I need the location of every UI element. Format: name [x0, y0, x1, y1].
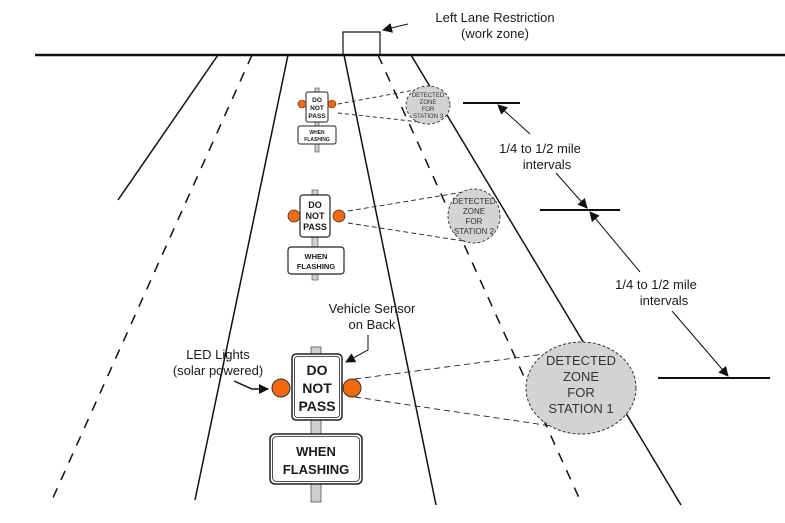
led-lights-arrow: [233, 380, 269, 394]
interval-arrow-down-2: [671, 310, 729, 377]
road-line-left-solid: [194, 54, 289, 501]
work-zone-box: [342, 31, 381, 55]
sign-inner-border: [294, 356, 340, 418]
plaque-text: WHEN: [296, 444, 336, 459]
detection-beam: [337, 112, 421, 123]
detected-zone: [405, 85, 451, 125]
interval-label-1-line1: 1/4 to 1/2 mile: [499, 141, 581, 156]
led-light-left: [287, 209, 301, 223]
led-light-right: [332, 209, 346, 223]
road-edge-left: [117, 54, 219, 201]
detection-beam: [354, 396, 566, 429]
vehicle-sensor-arrow: [345, 335, 369, 363]
detection-beam: [347, 222, 471, 243]
station-3: DETECTED ZONE FOR STATION 3 DO NOT PASS …: [297, 85, 451, 153]
led-light-left: [271, 378, 291, 398]
plaque-text: WHEN: [309, 130, 325, 136]
led-light-left: [297, 99, 307, 109]
work-zone-label-line1: Left Lane Restriction: [435, 10, 554, 25]
road-lane-divider-right: [377, 54, 581, 501]
sign-text: PASS: [303, 222, 327, 232]
do-not-pass-sign: [305, 91, 329, 123]
sign-post: [310, 346, 322, 503]
led-lights-label-line2: (solar powered): [173, 363, 263, 378]
vehicle-sensor-label-line1: Vehicle Sensor: [329, 301, 416, 316]
interval-label-2-line2: intervals: [640, 293, 689, 308]
interval-label-1-line2: intervals: [523, 157, 572, 172]
sign-text: NOT: [310, 105, 324, 112]
led-light-right: [327, 99, 337, 109]
plaque-text: FLASHING: [297, 262, 335, 271]
zone-label: STATION 1: [548, 401, 613, 416]
zone-label: STATION 2: [454, 227, 495, 236]
plaque-inner-border: [272, 436, 360, 482]
interval-label-2-line1: 1/4 to 1/2 mile: [615, 277, 697, 292]
work-zone-arrow: [382, 23, 409, 33]
detection-beam: [354, 351, 561, 380]
sign-text: DO: [312, 97, 322, 104]
zone-label: FOR: [567, 385, 594, 400]
zone-label: DETECTED: [412, 93, 445, 99]
when-flashing-plaque: [287, 246, 345, 275]
zone-label: ZONE: [420, 100, 437, 106]
plaque-text: FLASHING: [283, 462, 349, 477]
led-lights-label-line1: LED Lights: [186, 347, 250, 362]
sign-text: NOT: [306, 211, 326, 221]
sign-text: DO: [307, 362, 328, 378]
sign-text: PASS: [298, 398, 335, 414]
detection-beam: [347, 190, 471, 212]
led-light-right: [342, 378, 362, 398]
zone-label: DETECTED: [452, 197, 495, 206]
plaque-text: FLASHING: [304, 137, 330, 143]
sign-text: DO: [308, 200, 322, 210]
plaque-text: WHEN: [305, 252, 328, 261]
road-line-center-solid: [343, 54, 437, 506]
vehicle-sensor-label-line2: on Back: [349, 317, 396, 332]
interval-arrow-down-1: [555, 172, 588, 209]
zone-label: ZONE: [463, 207, 485, 216]
detected-zone: [447, 188, 501, 244]
road-lane-divider-left: [51, 54, 253, 501]
when-flashing-plaque: [269, 433, 363, 485]
road-edge-right: [410, 54, 682, 506]
zone-label: FOR: [466, 217, 483, 226]
interval-arrow-up-1: [497, 104, 531, 135]
sign-text: NOT: [302, 380, 332, 396]
station-1: DETECTED ZONE FOR STATION 1 DO NOT PASS …: [173, 301, 637, 503]
zone-label: DETECTED: [546, 353, 616, 368]
when-flashing-plaque: [297, 125, 337, 145]
sign-text: PASS: [308, 113, 326, 120]
interval-arrow-up-2: [589, 211, 641, 273]
do-not-pass-sign: [291, 353, 343, 421]
zone-label: STATION 3: [413, 114, 444, 120]
zone-label: FOR: [422, 107, 435, 113]
station-2: DETECTED ZONE FOR STATION 2 DO NOT PASS …: [287, 188, 501, 281]
detected-zone: [525, 341, 637, 435]
work-zone-label-line2: (work zone): [461, 26, 529, 41]
zone-label: ZONE: [563, 369, 599, 384]
